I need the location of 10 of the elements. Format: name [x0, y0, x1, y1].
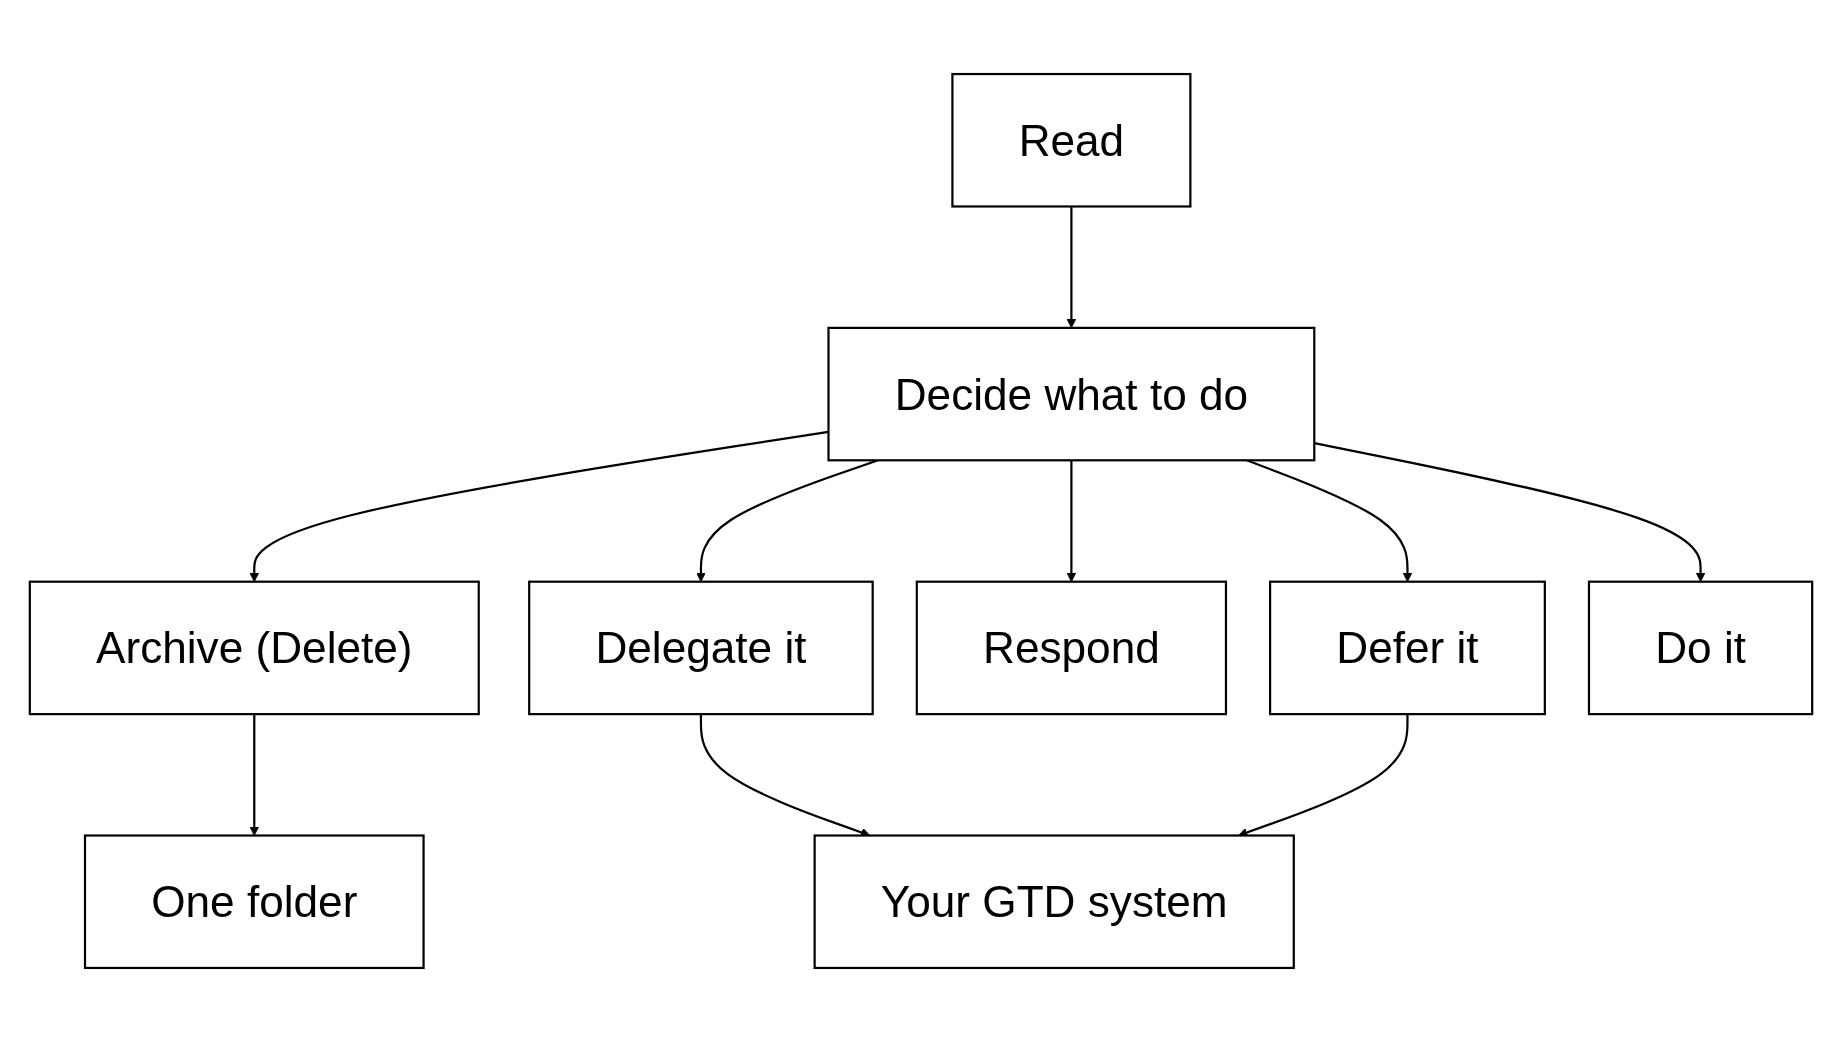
node-box: Archive (Delete) [28, 580, 480, 716]
node-box: Decide what to do [827, 326, 1316, 462]
node-box: Your GTD system [813, 834, 1295, 970]
node-box: Delegate it [528, 580, 874, 716]
node-box: One folder [83, 834, 425, 970]
node-box: Defer it [1269, 580, 1546, 716]
arrow [249, 714, 260, 836]
node-box: Read [951, 72, 1192, 208]
node-box: Respond [915, 580, 1228, 716]
node-box: Do it [1587, 580, 1814, 716]
